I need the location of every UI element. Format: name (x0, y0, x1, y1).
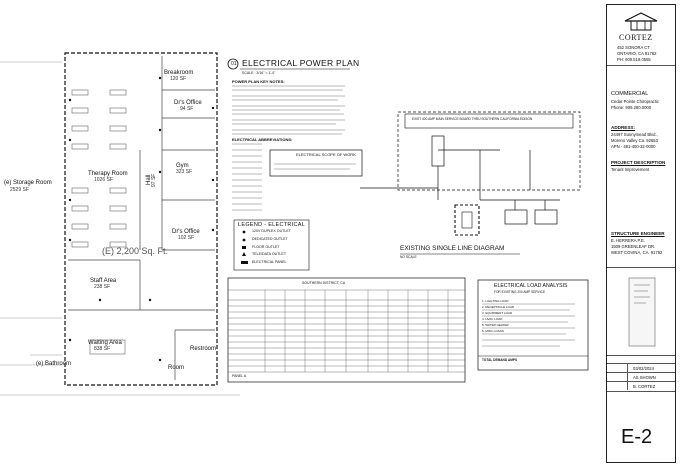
address-line: Moreno Valley Ca. 92553 (611, 138, 658, 143)
panel-schedule-note: PANEL A (232, 374, 247, 378)
room-name: (e) Storage Room (4, 180, 52, 186)
engineer-line: 1509 GREENLEAF DR. (611, 244, 656, 249)
engineer-heading: STRUCTURE ENGINEER (611, 231, 665, 236)
abbreviations-title: ELECTRICAL ABBREVIATIONS: (232, 137, 293, 142)
room-area: 838 SF (94, 346, 111, 352)
project-description: Tenant Improvement (611, 167, 650, 172)
project-type: COMMERCIAL (611, 91, 649, 97)
load-line: 3. EQUIPMENT LOAD (482, 311, 513, 315)
room-name: Room (168, 365, 185, 371)
load-line: 5. WATER HEATER (482, 323, 509, 327)
room-name: Therapy Room (88, 171, 128, 177)
project-name: Cedar Pointe Chiropractic (611, 99, 659, 104)
load-analysis-subtitle: FOR EXISTING 200 AMP SERVICE (494, 290, 546, 294)
legend-item: TELE/DATA OUTLET (252, 252, 287, 256)
load-total: TOTAL DEMAND AMPS (482, 358, 518, 362)
room-name: Dr's Office (172, 229, 200, 235)
load-line: 1. LIGHTING LOAD (482, 299, 509, 303)
sheet-number: E-2 (621, 426, 653, 448)
divider (607, 267, 675, 268)
single-line-title: EXISTING SINGLE LINE DIAGRAM (400, 245, 505, 252)
legend-item: FLOOR OUTLET (252, 245, 280, 249)
single-line-scale: NO SCALE (400, 255, 417, 259)
divider (607, 355, 675, 356)
firm-address-line: PH: 909.518.0555 (617, 57, 651, 62)
room-area: 102 SF (178, 235, 195, 241)
room-area: 1026 SF (94, 177, 113, 183)
service-board-label: EXIST 400 AMP MAIN SERVICE BOARD THRU SO… (412, 117, 533, 121)
plan-title: ELECTRICAL POWER PLAN (242, 58, 360, 68)
title-block: CORTEZ 452 SONORA CT ONTARIO, CA 91762 P… (606, 4, 676, 463)
room-area: 97 SF (151, 173, 157, 187)
room-name: Gym (176, 163, 189, 169)
engineer-line: E. HERRERA P.E. (611, 238, 645, 243)
firm-address-line: 452 SONORA CT (617, 45, 650, 50)
address-heading: ADDRESS: (611, 125, 635, 130)
floor-plan-linework (0, 52, 589, 396)
firm-address-line: ONTARIO, CA 91762 (617, 51, 657, 56)
legend-item: 120V DUPLEX OUTLET (252, 229, 291, 233)
room-name: Dr's Office (174, 100, 202, 106)
plan-scale: SCALE : 3/16" = 1'-0" (242, 71, 276, 75)
room-name: Staff Area (90, 278, 117, 284)
room-area: 120 SF (170, 76, 187, 82)
divider (627, 363, 628, 390)
scale-row: AS SHOWN (607, 372, 675, 382)
room-name: Waiting Area (88, 340, 122, 346)
scope-of-work-title: ELECTRICAL SCOPE OF WORK (296, 152, 356, 157)
plan-number: 01 (231, 61, 237, 67)
room-area: 238 SF (94, 284, 111, 290)
legend-title: LEGEND - ELECTRICAL (238, 222, 306, 228)
load-line: 4. HVAC LOAD (482, 317, 503, 321)
cortez-logo-icon (624, 12, 658, 31)
engineer-stamp-icon (628, 277, 656, 347)
room-area: 2529 SF (10, 187, 29, 193)
drawing-date: 03/02/2024 (633, 366, 654, 371)
load-analysis-title: ELECTRICAL LOAD ANALYSIS (494, 283, 568, 289)
total-area-label: (E) 2,200 Sq. Ft. (102, 246, 169, 256)
address-line: 24497 Sunnymead Blvd., (611, 132, 658, 137)
load-line: 2. RECEPTACLE LOAD (482, 305, 515, 309)
room-name: (e) Bathroom (36, 361, 72, 367)
electrical-power-plan-drawing: Breakroom 120 SF Dr's Office 94 SF Gym 3… (0, 52, 589, 396)
firm-logo-text: CORTEZ (619, 33, 653, 42)
address-line: APN - 481-400-32-0000 (611, 144, 656, 149)
load-line: 6. MISC LOADS (482, 329, 504, 333)
panel-schedule-title: SOUTHERN DISTRICT, CA (302, 281, 346, 285)
room-name: Restroom (190, 346, 217, 352)
drawing-scale: AS SHOWN (633, 375, 656, 380)
checked-by: B. CORTEZ (633, 384, 656, 389)
project-phone: Phone: 909.280.0000 (611, 105, 652, 110)
room-area: 323 SF (176, 169, 193, 175)
legend-item: ELECTRICAL PANEL (252, 260, 287, 264)
key-notes-title: POWER PLAN KEY NOTES: (232, 79, 285, 84)
room-name: Breakroom (164, 70, 194, 76)
engineer-line: WEST COVINA, CA. 91792 (611, 250, 663, 255)
description-heading: PROJECT DESCRIPTION (611, 160, 666, 165)
legend-item: DEDICATED OUTLET (252, 237, 288, 241)
date-row: 03/02/2024 (607, 363, 675, 373)
divider (607, 65, 675, 66)
checked-row: B. CORTEZ (607, 381, 675, 392)
room-area: 94 SF (180, 106, 194, 112)
